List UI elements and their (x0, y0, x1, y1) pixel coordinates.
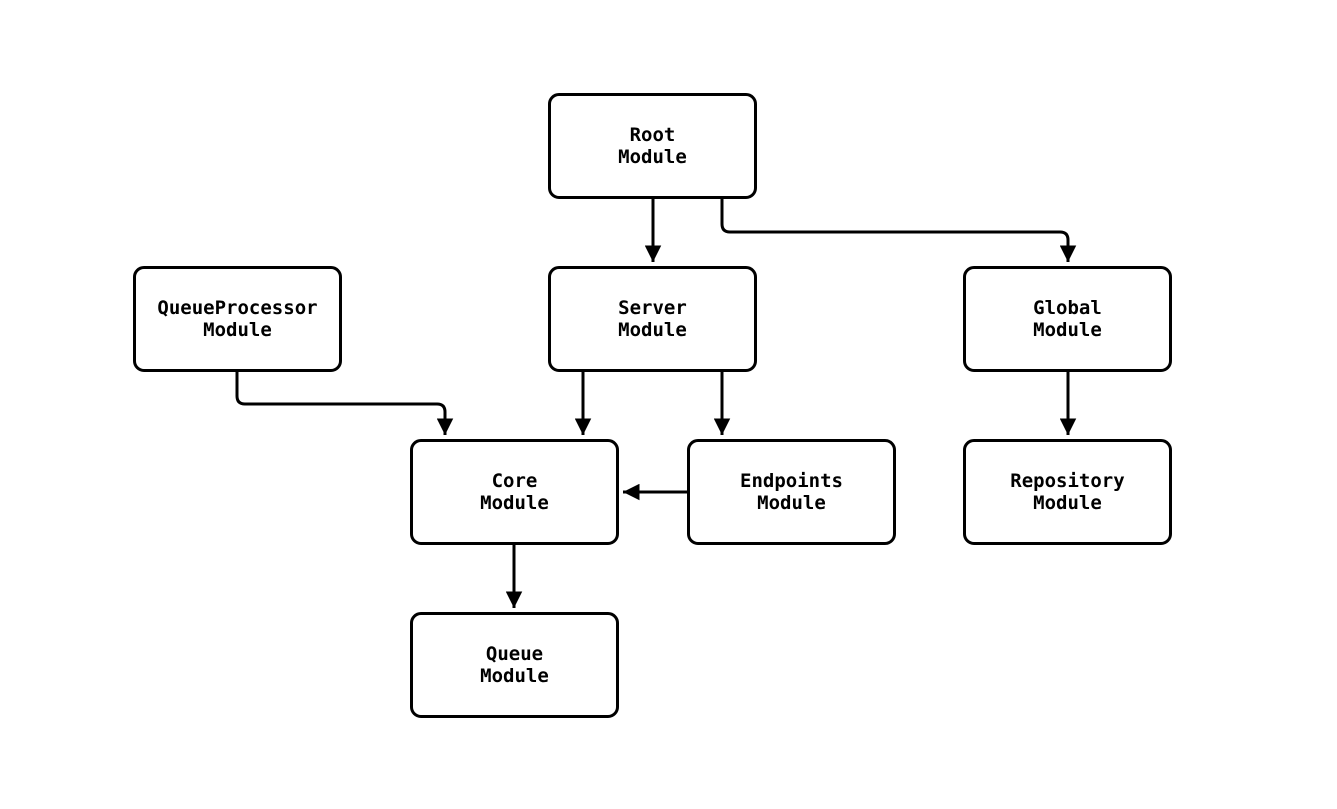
node-core-module-label: Core Module (480, 470, 549, 514)
edge-root-module-to-global-module (720, 198, 1077, 262)
node-root-module-label: Root Module (618, 124, 687, 168)
node-repository-module: Repository Module (963, 439, 1172, 545)
node-queue-module: Queue Module (410, 612, 619, 718)
node-root-module: Root Module (548, 93, 757, 199)
edge-queueprocessor-module-to-core-module (235, 372, 454, 435)
node-queueprocessor-module-label: QueueProcessor Module (157, 297, 318, 341)
node-global-module-label: Global Module (1033, 297, 1102, 341)
node-endpoints-module: Endpoints Module (687, 439, 896, 545)
node-server-module-label: Server Module (618, 297, 687, 341)
node-endpoints-module-label: Endpoints Module (740, 470, 843, 514)
node-queue-module-label: Queue Module (480, 643, 549, 687)
node-core-module: Core Module (410, 439, 619, 545)
node-server-module: Server Module (548, 266, 757, 372)
node-global-module: Global Module (963, 266, 1172, 372)
node-queueprocessor-module: QueueProcessor Module (133, 266, 342, 372)
node-repository-module-label: Repository Module (1010, 470, 1125, 514)
